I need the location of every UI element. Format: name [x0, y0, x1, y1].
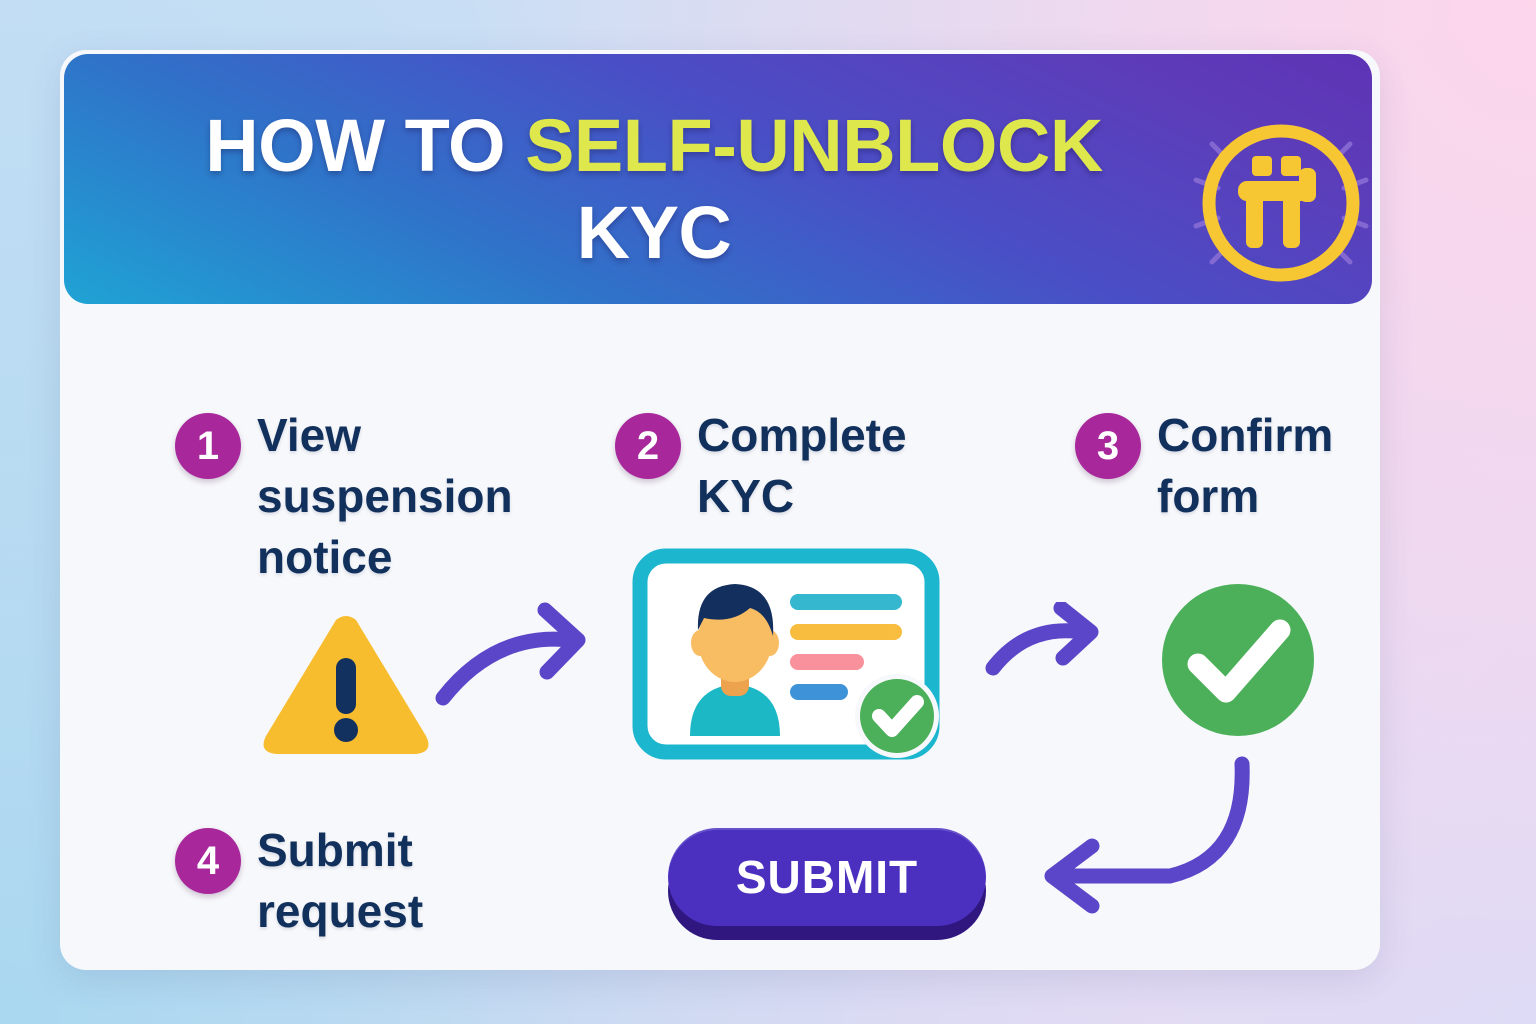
step-2-badge: 2	[615, 413, 681, 479]
header-banner: HOW TO SELF-UNBLOCK KYC	[64, 54, 1372, 304]
step-2[interactable]: 2 Complete KYC	[615, 405, 975, 527]
step-4[interactable]: 4 Submit request	[175, 820, 535, 942]
submit-button-group[interactable]: SUBMIT	[668, 828, 986, 944]
warning-triangle-icon	[263, 616, 429, 754]
step-3[interactable]: 3 Confirm form	[1075, 405, 1380, 527]
step-3-badge: 3	[1075, 413, 1141, 479]
title-highlight: SELF-UNBLOCK	[525, 104, 1103, 187]
id-card-verified-icon	[632, 548, 940, 760]
step-1-label: View suspension notice	[257, 409, 513, 584]
avatar-illustration	[690, 584, 780, 736]
pi-network-coin-logo	[1193, 124, 1369, 282]
curved-arrow-icon-2	[985, 602, 1099, 676]
submit-button[interactable]: SUBMIT	[668, 828, 986, 926]
step-1[interactable]: 1 View suspension notice	[175, 405, 595, 589]
step-2-label: Complete KYC	[697, 409, 907, 523]
title-prefix: HOW TO	[205, 104, 526, 187]
curved-arrow-icon-1	[435, 602, 586, 706]
curved-arrow-icon-3	[1044, 756, 1250, 914]
page-title: HOW TO SELF-UNBLOCK KYC	[144, 102, 1164, 277]
step-3-label: Confirm form	[1157, 409, 1334, 523]
green-check-circle-icon	[1162, 584, 1314, 736]
title-suffix: KYC	[576, 191, 732, 275]
step-1-badge: 1	[175, 413, 241, 479]
card-verified-badge	[855, 674, 939, 758]
step-4-label: Submit request	[257, 824, 424, 938]
step-4-badge: 4	[175, 828, 241, 894]
infographic-card: HOW TO SELF-UNBLOCK KYC	[60, 50, 1380, 970]
